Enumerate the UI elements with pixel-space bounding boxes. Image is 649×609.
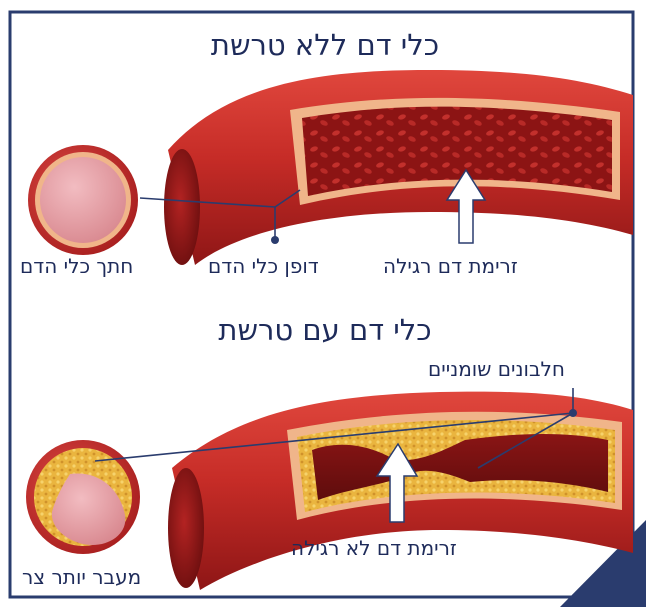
healthy-cross-section bbox=[28, 145, 138, 255]
plaque-label: חלבונים שומניים bbox=[428, 357, 565, 381]
diseased-cross-section bbox=[26, 440, 140, 554]
diseased-title: כלי דם עם טרשת bbox=[195, 313, 455, 347]
wall-pointer-dot bbox=[271, 236, 279, 244]
healthy-vessel bbox=[164, 70, 633, 265]
narrow-passage-label: מעבר יותר צר bbox=[22, 565, 141, 589]
normal-flow-label: זרימת דם רגילה bbox=[383, 254, 518, 278]
plaque-pointer-dot bbox=[569, 409, 577, 417]
abnormal-flow-label: זרימת דם לא רגילה bbox=[291, 536, 457, 560]
vessel-wall-label: דופן כלי הדם bbox=[208, 254, 319, 278]
healthy-title: כלי דם ללא טרשת bbox=[190, 28, 460, 62]
cross-section-label: חתך כלי הדם bbox=[20, 254, 133, 278]
